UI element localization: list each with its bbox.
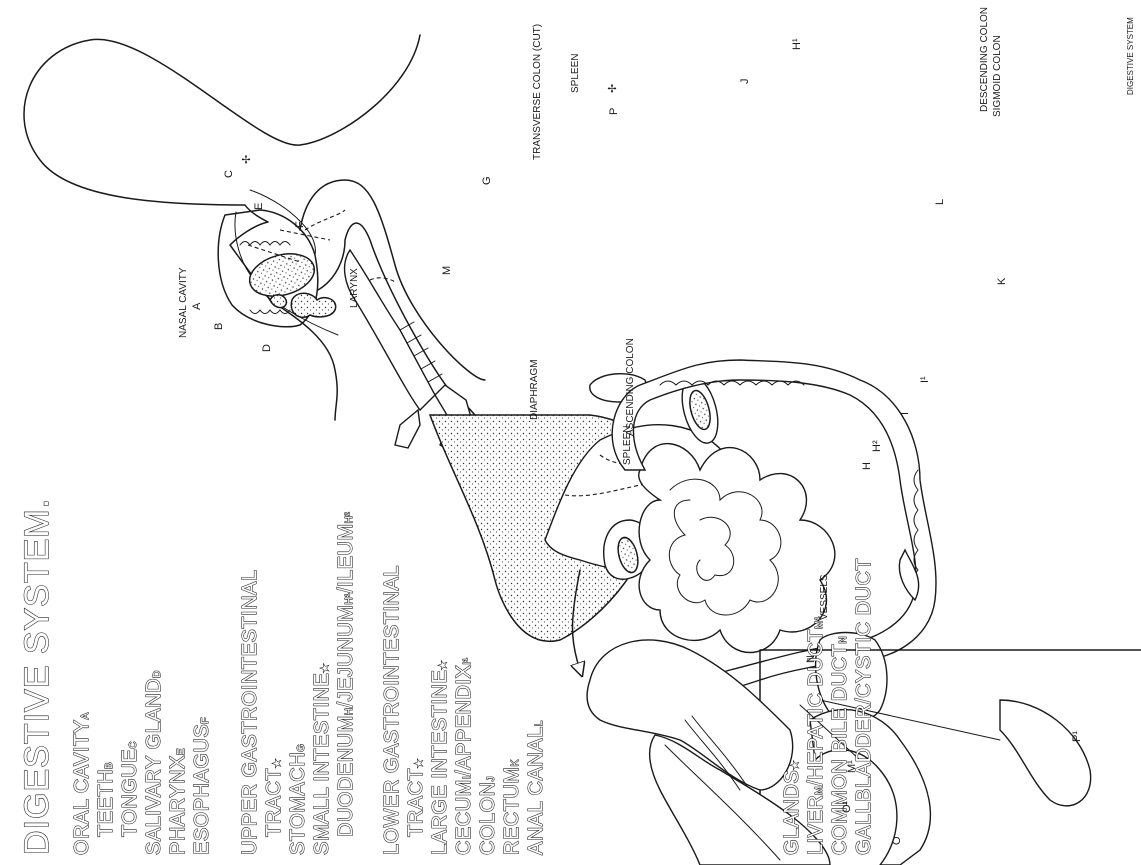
label-spleen: SPLEEN bbox=[570, 54, 581, 93]
legend-item-duodenum: DUODENUMH/JEJUNUMH¹/ILEUMH² bbox=[335, 512, 357, 837]
legend-item-esophagus: ESOPHAGUSF bbox=[191, 717, 213, 855]
label-transverse-colon: TRANSVERSE COLON (CUT) bbox=[532, 24, 543, 160]
legend-item-common-bile-duct: COMMON BILE DUCTN bbox=[829, 636, 851, 855]
label-larynx: LARYNX bbox=[349, 268, 360, 308]
marker-h-lower: H bbox=[861, 462, 873, 470]
label-vessels: VESSELS bbox=[819, 574, 830, 620]
teeth-upper bbox=[240, 242, 290, 246]
salivary-gland bbox=[291, 293, 335, 317]
marker-i: I bbox=[899, 412, 911, 415]
legend-item-salivary-gland: SALIVARY GLANDD bbox=[143, 670, 165, 855]
marker-star-spleen: ✢ bbox=[607, 84, 619, 93]
marker-l: L bbox=[934, 199, 946, 205]
marker-h2: H² bbox=[871, 440, 883, 452]
marker-k: K bbox=[996, 277, 1008, 285]
label-sigmoid-colon: SIGMOID COLON bbox=[992, 35, 1003, 117]
marker-f: F bbox=[294, 221, 306, 228]
legend-item-small-intestine: SMALL INTESTINE★ bbox=[311, 663, 333, 855]
marker-e: E bbox=[253, 203, 265, 210]
teeth-lower bbox=[250, 310, 290, 314]
legend-item-liver: LIVERM/HEPATIC DUCTM¹ bbox=[805, 616, 827, 855]
legend-item-lower-gastrointestinal: LOWER GASTROINTESTINAL bbox=[381, 565, 403, 855]
marker-h1: H¹ bbox=[791, 38, 803, 50]
legend-item-gallbladder-cystic-duct: GALLBLADDER/CYSTIC DUCT bbox=[853, 558, 875, 855]
marker-m1: M¹ bbox=[846, 760, 858, 773]
marker-i1: I¹ bbox=[919, 376, 931, 383]
legend-item-rectum: RECTUMK bbox=[501, 759, 523, 855]
head-profile bbox=[24, 35, 420, 420]
label-nasal-cavity: NASAL CAVITY bbox=[178, 267, 189, 338]
marker-c: C bbox=[223, 170, 235, 178]
marker-p: P bbox=[608, 108, 620, 115]
legend-item-cecum: CECUMI/APPENDIXI¹ bbox=[453, 657, 475, 855]
legend-item-stomach: STOMACHG bbox=[287, 744, 309, 855]
legend-item-tongue: TONGUEC bbox=[119, 741, 141, 837]
marker-a: A bbox=[191, 302, 203, 310]
legend-item-oral-cavity: ORAL CAVITYA bbox=[71, 712, 93, 855]
marker-m: M bbox=[441, 266, 453, 275]
legend-item-tract: TRACT★ bbox=[405, 758, 427, 837]
legend-item-large-intestine: LARGE INTESTINE★ bbox=[429, 660, 451, 855]
legend-item-upper-gastrointestinal: UPPER GASTROINTESTINAL bbox=[239, 570, 261, 856]
legend-item-colon: COLONJ bbox=[477, 776, 499, 855]
page-header: DIGESTIVE SYSTEM bbox=[1126, 17, 1135, 95]
marker-j: J bbox=[739, 79, 751, 85]
label-spleen-detail: SPLEEN bbox=[622, 426, 633, 465]
oral-cavity bbox=[218, 190, 336, 327]
gallbladder bbox=[1000, 700, 1091, 806]
legend-item-teeth: TEETHB bbox=[95, 762, 117, 837]
legend-item-anal-canal: ANAL CANALL bbox=[525, 720, 547, 855]
marker-star-head: ✢ bbox=[241, 155, 253, 164]
salivary-gland-2 bbox=[270, 295, 286, 308]
small-intestine bbox=[639, 444, 835, 653]
legend-item-glands: GLANDS★ bbox=[781, 760, 803, 855]
marker-p1: P¹ bbox=[1071, 731, 1083, 742]
legend-item-pharynx: PHARYNXE bbox=[167, 748, 189, 855]
label-diaphragm: DIAPHRAGM bbox=[529, 359, 540, 420]
marker-b: B bbox=[213, 323, 225, 330]
marker-n: N bbox=[805, 655, 817, 663]
label-ascending-colon: ASCENDING COLON bbox=[625, 338, 636, 436]
marker-g: G bbox=[481, 176, 493, 185]
diagram-title: DIGESTIVE SYSTEM. bbox=[18, 498, 56, 855]
label-descending-colon: DESCENDING COLON bbox=[979, 7, 990, 112]
marker-o1: O¹ bbox=[841, 800, 853, 813]
marker-o: O bbox=[891, 836, 903, 845]
marker-d: D bbox=[261, 344, 273, 352]
legend-item-tract: TRACT★ bbox=[263, 758, 285, 837]
